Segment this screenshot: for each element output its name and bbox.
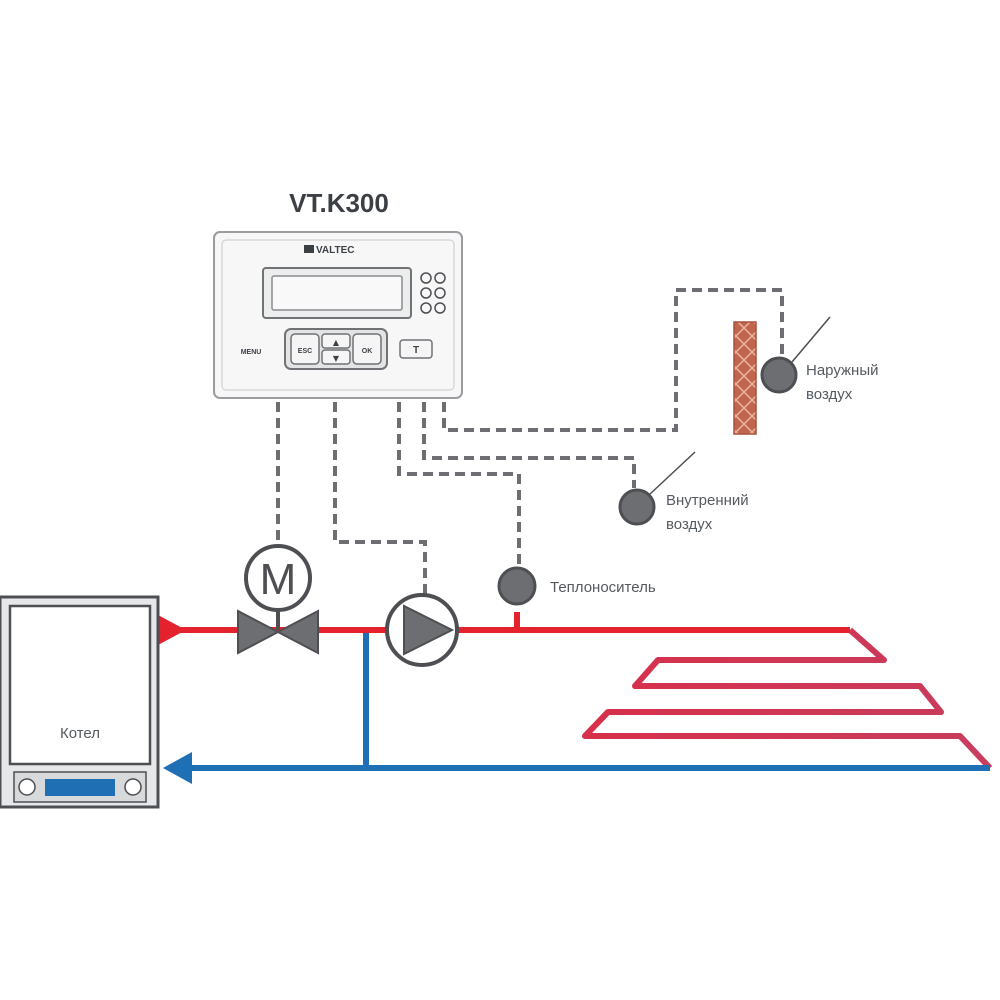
loop-1 [582,627,993,771]
wire-indoor-sensor [422,402,636,488]
ok-button[interactable] [352,333,382,365]
valve-body [237,609,319,655]
wall-icon [733,321,757,435]
boiler-front-panel [8,604,152,766]
t-label: T [413,345,419,356]
outdoor-sensor-icon [760,316,831,394]
boiler-label: Котел [60,725,100,742]
boiler-knob-left [18,778,36,796]
controller-title: VT.K300 [289,188,389,218]
motorized-valve-icon: M [237,544,319,655]
valtec-logo: VALTEC [304,245,355,256]
indoor-sensor-icon [618,451,696,526]
esc-button[interactable] [290,333,320,365]
supply-arrow-icon [158,615,186,645]
indoor-air-label-1: Внутренний [666,492,749,509]
return-arrow-icon [163,752,192,784]
indoor-air-label-2: воздух [666,516,713,533]
wire-outdoor-sensor [442,288,784,432]
ok-label: OK [362,348,373,355]
boiler-knob-right [124,778,142,796]
t-button[interactable] [399,339,433,359]
esc-label: ESC [298,348,312,355]
up-button[interactable] [321,333,351,349]
boiler-icon: Котел [0,595,160,809]
menu-label: MENU [241,349,262,356]
coolant-sensor-icon [497,566,537,606]
floor-heating-loops [582,627,993,771]
down-label: ▼ [333,354,340,363]
lcd-screen [271,275,403,311]
outdoor-air-label-2: воздух [806,386,853,403]
signal-wires [276,288,784,596]
valve-letter: M [260,555,297,604]
controller-inner [221,239,455,391]
brand-label: VALTEC [316,245,355,256]
up-label: ▲ [333,338,340,347]
controller-icon: VALTEC MENU ESC ▲ ▼ OK T [213,231,463,399]
outdoor-air-label-1: Наружный [806,362,879,379]
down-button[interactable] [321,349,351,365]
return-line [184,632,990,771]
pump-icon [385,593,459,667]
boiler-display [45,779,115,796]
coolant-label: Теплоноситель [550,579,656,596]
wire-coolant-sensor [397,402,521,566]
indicator-icons [420,272,446,314]
wire-pump [333,402,427,596]
valve-actuator [244,544,312,612]
